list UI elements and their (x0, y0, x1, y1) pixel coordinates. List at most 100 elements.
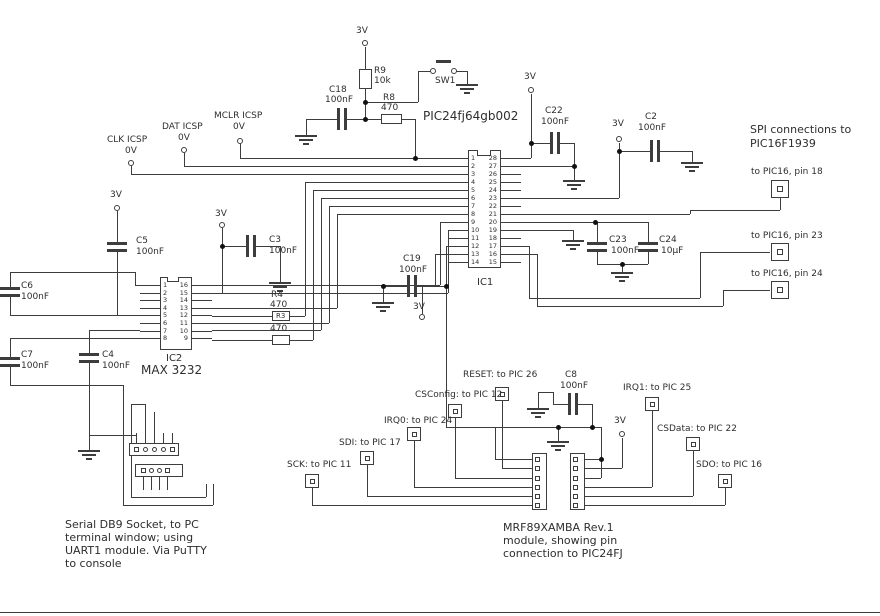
chip-IC2-pin-number: 5 (163, 311, 168, 319)
wire (585, 478, 601, 479)
wire (455, 478, 532, 479)
capacitor-C3 (253, 235, 256, 257)
wire (163, 433, 164, 443)
wire (222, 246, 223, 293)
wire (531, 94, 532, 143)
wire (306, 119, 307, 135)
chip-IC2-pin-stub (192, 293, 212, 294)
wire (521, 246, 529, 247)
chip-IC1-pin-number: 18 (488, 234, 497, 242)
label: 100nF (399, 265, 428, 275)
wire (172, 433, 173, 443)
wire (531, 143, 532, 158)
ground-icon (571, 188, 577, 190)
mrf-header-right-pin (573, 465, 578, 471)
wire (725, 488, 726, 505)
wire (89, 435, 136, 436)
capacitor-C23 (587, 249, 607, 252)
ground-icon (535, 416, 541, 418)
wire (537, 254, 538, 306)
wire (337, 214, 468, 215)
wire (521, 230, 573, 231)
label: 3V (110, 190, 122, 200)
wire (167, 477, 168, 490)
wire (574, 166, 575, 180)
serial-db9-socket-pin (160, 446, 166, 452)
junction-dot (529, 141, 534, 146)
capacitor-C2 (657, 140, 660, 162)
chip-IC1-pin-number: 26 (488, 170, 497, 178)
note-text: module, showing pin (503, 534, 618, 547)
capacitor-C4 (79, 360, 99, 363)
chip-IC2-notch (167, 277, 179, 282)
label: 100nF (611, 246, 640, 256)
wire (529, 246, 530, 298)
wire (117, 251, 118, 315)
wire (558, 427, 559, 441)
connector-to-pic16-pin-24-pin-icon (777, 287, 783, 293)
wire (143, 477, 144, 490)
wire (212, 308, 337, 309)
wire (117, 211, 118, 243)
ground-icon (562, 240, 584, 242)
connector-irq1-to-pic-25-pin-icon (649, 401, 655, 407)
wire (435, 254, 436, 286)
capacitor-C5 (107, 249, 127, 252)
wire (448, 230, 449, 293)
chip-IC1-pin-number: 8 (471, 210, 476, 218)
capacitor-C18 (344, 108, 347, 130)
chip-IC1-pin-stub (501, 166, 521, 167)
wire (418, 71, 431, 72)
wire (347, 119, 365, 120)
chip-IC2-pin-number: 13 (179, 304, 188, 312)
wire (723, 290, 770, 291)
wire (440, 222, 441, 285)
chip-IC2-pin-number: 9 (183, 334, 188, 342)
chip-IC1-pin-number: 14 (471, 258, 480, 266)
chip-IC1-pin-stub (448, 238, 468, 239)
chip-IC2-pin-stub (140, 293, 160, 294)
chip-IC1-pin-number: 10 (471, 226, 480, 234)
ground-icon (464, 92, 470, 94)
wire (597, 251, 598, 264)
wire (585, 468, 622, 469)
mrf-header-right-pin (573, 502, 578, 508)
chip-IC2-pin-stub (140, 285, 160, 286)
label: 3V (215, 209, 227, 219)
junction-dot (363, 100, 368, 105)
chip-IC1-pin-number: 2 (471, 162, 476, 170)
chip-IC1-pin-stub (501, 190, 521, 191)
chip-IC1-pin-number: 19 (488, 226, 497, 234)
mrf-header-right (570, 453, 585, 510)
capacitor-C4 (79, 353, 99, 356)
capacitor-C22 (550, 132, 553, 154)
capacitor-C6 (0, 294, 20, 297)
chip-IC2-pin-stub (192, 315, 212, 316)
ground-icon (299, 139, 313, 141)
wire (622, 438, 623, 468)
label: 3V (524, 72, 536, 82)
power-terminal (114, 205, 120, 211)
label: R3 (276, 312, 286, 320)
chip-IC2-pin-stub (192, 285, 212, 286)
label: 470 (381, 103, 399, 113)
wire (652, 411, 653, 487)
wire (131, 404, 145, 405)
wire (0, 612, 880, 613)
ground-icon (456, 84, 478, 86)
wire (780, 198, 781, 210)
chip-IC1-pin-stub (501, 238, 521, 239)
label: to PIC16, pin 23 (751, 231, 823, 241)
label: 0V (233, 122, 245, 132)
ground-icon (460, 88, 474, 90)
wire (313, 190, 468, 191)
label: 3V (356, 26, 368, 36)
chip-IC1-pin-stub (501, 230, 521, 231)
wire (10, 366, 11, 385)
wire (313, 190, 314, 340)
wire (329, 206, 330, 323)
wire (10, 296, 11, 315)
wire (573, 230, 574, 240)
chip-IC1-pin-stub (501, 206, 521, 207)
